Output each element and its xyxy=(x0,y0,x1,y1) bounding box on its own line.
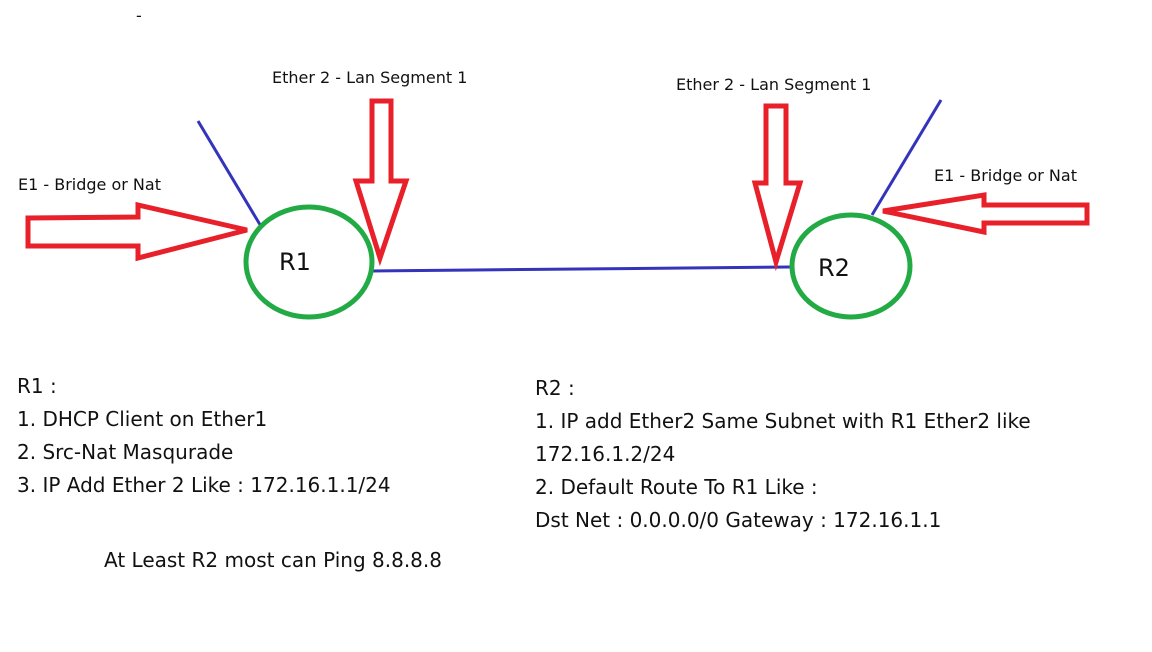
r1-e1-label: E1 - Bridge or Nat xyxy=(18,175,161,194)
r2-node-ring xyxy=(789,212,913,320)
r1-r2-link-line xyxy=(371,265,791,273)
ping-goal-note: At Least R2 most can Ping 8.8.8.8 xyxy=(104,548,442,572)
r2-node-label: R2 xyxy=(818,254,850,282)
r2-note-line: 1. IP add Ether2 Same Subnet with R1 Eth… xyxy=(535,409,1031,433)
r1-e1-arrow xyxy=(25,201,248,262)
r1-node-label: R1 xyxy=(279,248,311,276)
r1-node-ring xyxy=(243,204,375,320)
r2-config-notes: R2 : 1. IP add Ether2 Same Subnet with R… xyxy=(535,372,1031,537)
r2-note-line: 172.16.1.2/24 xyxy=(535,442,676,466)
r1-ether2-arrow xyxy=(352,98,410,267)
r2-notes-heading: R2 : xyxy=(535,376,575,400)
r2-ether2-arrow xyxy=(751,103,804,272)
r2-note-line: 2. Default Route To R1 Like : xyxy=(535,475,818,499)
r2-e1-label: E1 - Bridge or Nat xyxy=(934,166,1077,185)
r2-note-line: Dst Net : 0.0.0.0/0 Gateway : 172.16.1.1 xyxy=(535,508,942,532)
r1-note-line: 1. DHCP Client on Ether1 xyxy=(17,407,268,431)
r1-note-line: 3. IP Add Ether 2 Like : 172.16.1.1/24 xyxy=(17,473,391,497)
r1-config-notes: R1 : 1. DHCP Client on Ether1 2. Src-Nat… xyxy=(17,370,391,502)
r1-notes-heading: R1 : xyxy=(17,374,57,398)
stray-dash-mark: - xyxy=(136,6,142,25)
r2-uplink-line xyxy=(870,99,943,216)
r2-e1-arrow xyxy=(882,192,1090,236)
r2-ether2-label: Ether 2 - Lan Segment 1 xyxy=(676,75,871,94)
r1-ether2-label: Ether 2 - Lan Segment 1 xyxy=(272,68,467,87)
r1-uplink-line xyxy=(196,120,264,229)
r1-note-line: 2. Src-Nat Masqurade xyxy=(17,440,234,464)
